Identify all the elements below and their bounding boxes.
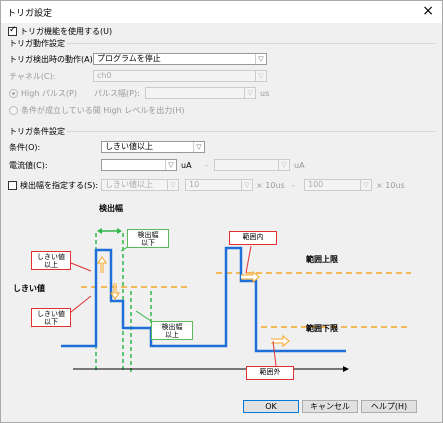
width-to-value: 100 <box>308 180 324 189</box>
detect-width-caption: 検出幅 <box>99 204 123 213</box>
range-lower-caption: 範囲下限 <box>306 324 338 333</box>
threshold-below-callout: しきい値 以下 <box>31 308 71 327</box>
chevron-down-icon: ▽ <box>244 88 255 98</box>
chevron-down-icon: ▽ <box>193 142 204 152</box>
detect-width-mode-select[interactable]: しきい値以上 ▽ <box>101 179 179 191</box>
threshold-above-callout: しきい値 以上 <box>31 251 71 270</box>
current-unit: uA <box>181 161 192 170</box>
enable-trigger-checkbox[interactable] <box>8 25 17 36</box>
channel-label: チャネル(C): <box>9 72 56 81</box>
high-pulse-label: High パルス(P) <box>21 89 77 98</box>
action-group-title: トリガ動作設定 <box>9 39 65 48</box>
width-from-input[interactable]: 10 ▽ <box>185 179 253 191</box>
condition-label: 条件(O): <box>9 143 41 152</box>
chevron-down-icon: ▽ <box>255 54 266 64</box>
current-to-input[interactable]: ▽ <box>214 159 290 171</box>
current-from-input[interactable]: ▽ <box>101 159 177 171</box>
current-unit-2: uA <box>294 161 305 170</box>
title-bar: トリガ設定 × <box>1 1 442 23</box>
output-high-radio[interactable] <box>9 106 18 115</box>
pulse-width-input[interactable]: ▽ <box>145 87 256 99</box>
pulse-width-label: パルス幅(P): <box>94 89 140 98</box>
width-from-unit: × 10us <box>256 181 285 190</box>
width-below-callout: 検出幅 以下 <box>127 229 169 248</box>
pulse-width-unit: us <box>260 89 270 98</box>
cancel-button[interactable]: キャンセル <box>302 400 358 413</box>
group-divider <box>67 131 435 132</box>
high-pulse-radio[interactable] <box>9 89 18 98</box>
range-upper-caption: 範囲上限 <box>306 255 338 264</box>
chevron-down-icon: ▽ <box>278 160 289 170</box>
width-to-input[interactable]: 100 ▽ <box>304 179 372 191</box>
chevron-down-icon: ▽ <box>360 180 371 190</box>
chevron-down-icon: ▽ <box>255 71 266 81</box>
close-icon[interactable]: × <box>422 3 434 19</box>
width-from-value: 10 <box>189 180 200 189</box>
detect-action-value: プログラムを停止 <box>97 54 161 63</box>
chevron-down-icon: ▽ <box>165 160 176 170</box>
range-in-callout: 範囲内 <box>229 231 277 245</box>
output-high-label: 条件が成立している間 High レベルを出力(H) <box>21 106 185 115</box>
width-to-unit: × 10us <box>376 181 405 190</box>
condition-group-title: トリガ条件設定 <box>9 127 65 136</box>
threshold-caption: しきい値 <box>13 284 45 293</box>
width-dash: - <box>292 181 295 190</box>
channel-select[interactable]: ch0 ▽ <box>93 70 267 82</box>
detect-width-label: 検出幅を指定する(S): <box>20 181 99 190</box>
trigger-diagram: 検出幅 検出幅 以下 しきい値 以上 しきい値 しきい値 以下 検出幅 以上 範… <box>13 201 421 387</box>
detect-width-checkbox[interactable] <box>8 181 17 190</box>
current-label: 電流値(C): <box>9 161 48 170</box>
condition-select[interactable]: しきい値以上 ▽ <box>101 141 205 153</box>
channel-value: ch0 <box>97 71 112 80</box>
chevron-down-icon: ▽ <box>167 180 178 190</box>
window-title: トリガ設定 <box>7 9 53 19</box>
chevron-down-icon: ▽ <box>241 180 252 190</box>
help-button[interactable]: ヘルプ(H) <box>361 400 417 413</box>
width-above-callout: 検出幅 以上 <box>151 321 193 340</box>
detect-action-select[interactable]: プログラムを停止 ▽ <box>93 53 267 65</box>
enable-trigger-label: トリガ機能を使用する(U) <box>20 27 113 36</box>
detect-action-label: トリガ検出時の動作(A): <box>9 55 96 64</box>
detect-width-mode-value: しきい値以上 <box>105 180 153 189</box>
range-out-callout: 範囲外 <box>246 366 294 380</box>
condition-value: しきい値以上 <box>105 142 153 151</box>
ok-button[interactable]: OK <box>243 400 299 413</box>
trigger-diagram-svg <box>61 228 411 373</box>
current-dash: - <box>205 161 208 170</box>
group-divider <box>67 43 435 44</box>
